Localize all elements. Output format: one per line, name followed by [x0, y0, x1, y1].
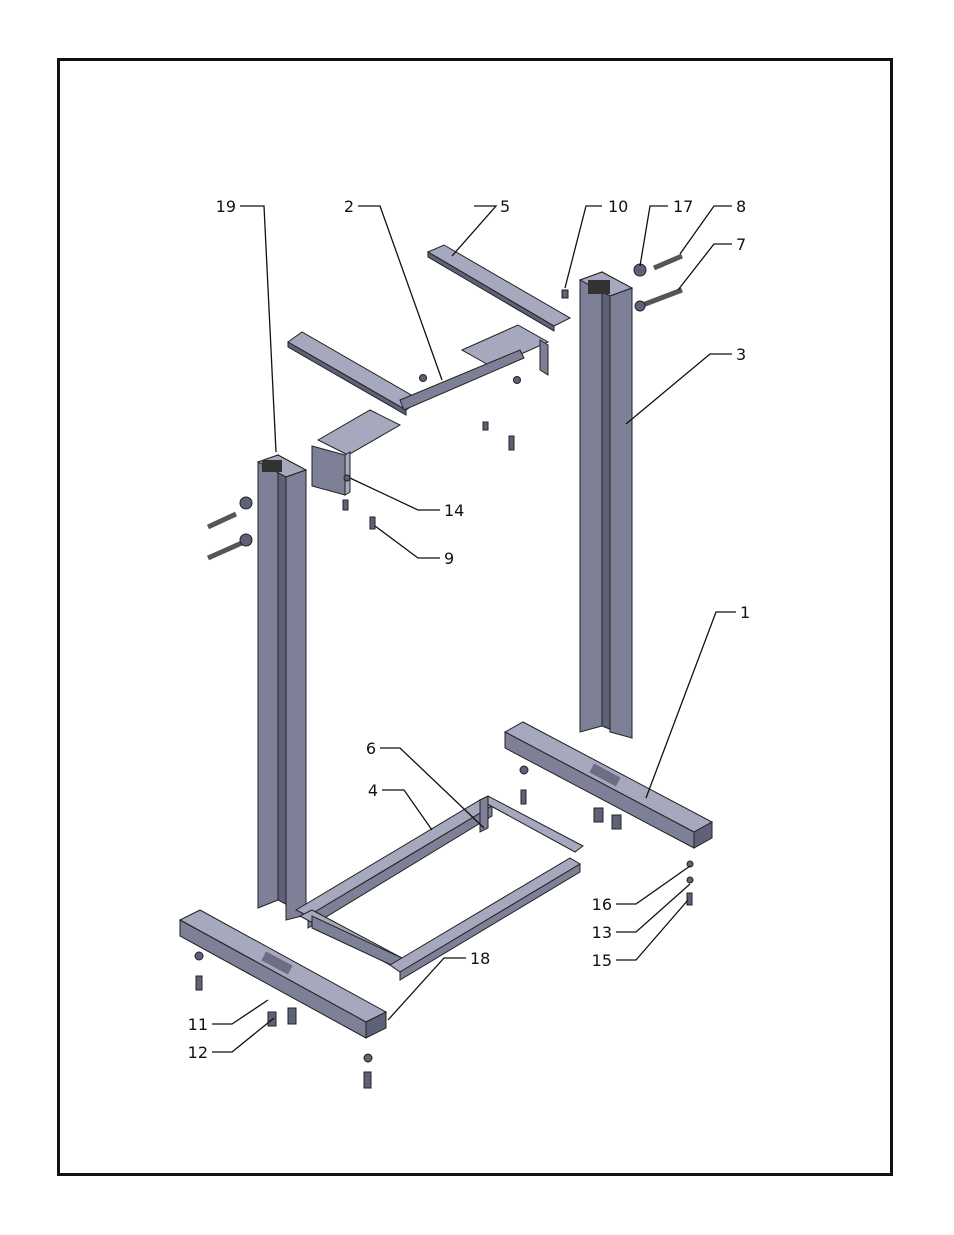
callout-19: 19 [216, 197, 236, 216]
callout-15: 15 [592, 951, 612, 970]
callout-7: 7 [736, 235, 746, 254]
callout-4: 4 [368, 781, 378, 800]
callout-14: 14 [444, 501, 464, 520]
part-3-right-column [580, 272, 632, 738]
callout-18: 18 [470, 949, 490, 968]
callout-12: 12 [188, 1043, 208, 1062]
callout-6: 6 [366, 739, 376, 758]
callout-13: 13 [592, 923, 612, 942]
callout-16: 16 [592, 895, 612, 914]
part-hardware-right-bolts [634, 256, 682, 311]
callout-1: 1 [740, 603, 750, 622]
callout-2: 2 [344, 197, 354, 216]
part-2-top-bracket [288, 325, 548, 495]
callout-11: 11 [188, 1015, 208, 1034]
callout-17: 17 [673, 197, 693, 216]
callout-10: 10 [608, 197, 628, 216]
part-19-left-column [258, 455, 306, 920]
part-4-6-lower-frame [296, 796, 583, 980]
callout-9: 9 [444, 549, 454, 568]
callout-5: 5 [500, 197, 510, 216]
part-18-left-foot [180, 910, 386, 1038]
callout-8: 8 [736, 197, 746, 216]
part-hardware-left-bolts [208, 497, 252, 558]
callout-3: 3 [736, 345, 746, 364]
part-5-top-plate [428, 245, 570, 331]
